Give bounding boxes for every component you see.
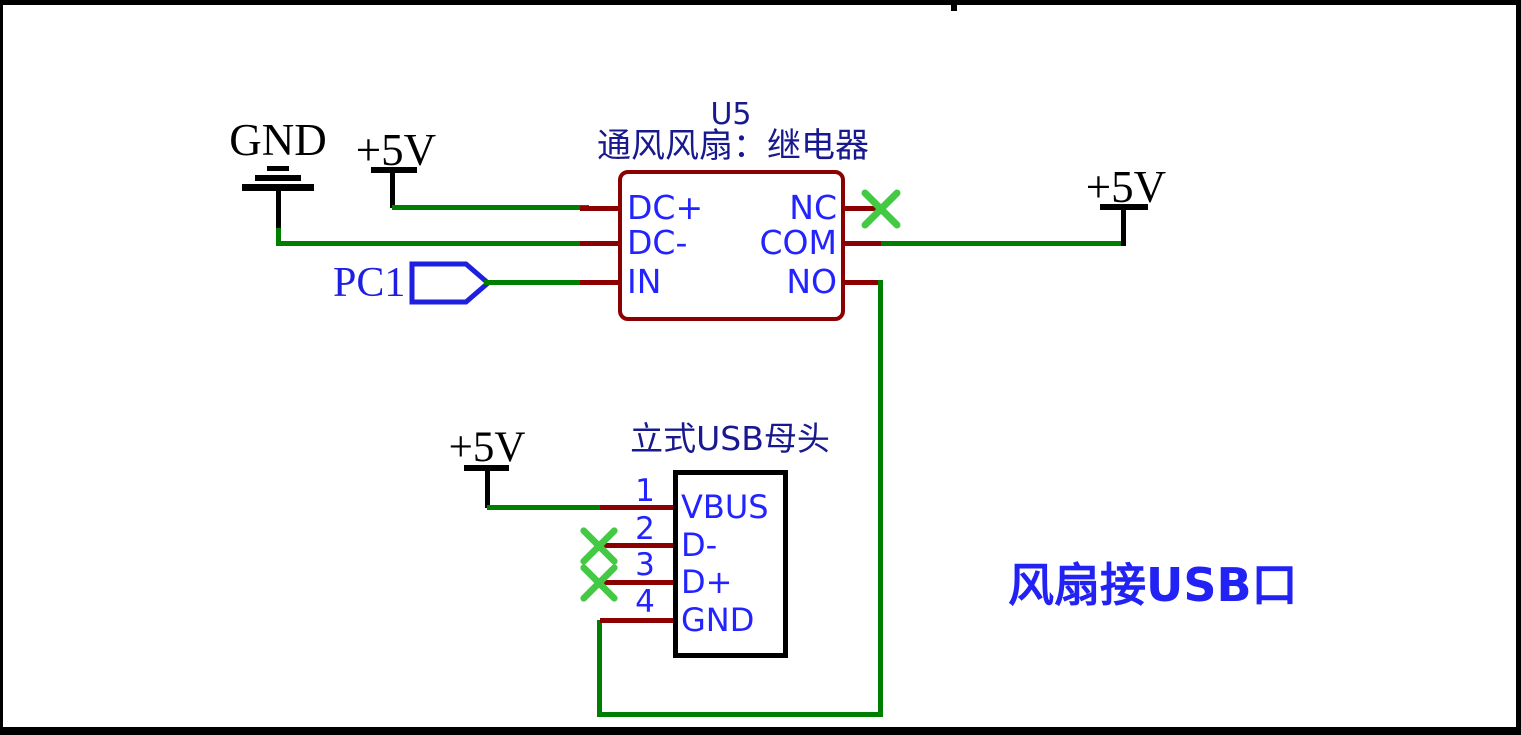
usb-pin-number-3[interactable]: 3: [635, 547, 655, 583]
relay-pin-no[interactable]: [843, 280, 883, 285]
no-connect-x-nc[interactable]: [859, 187, 903, 231]
usb-pin-number-2[interactable]: 2: [635, 511, 655, 547]
usb-pin-number-1[interactable]: 1: [635, 473, 655, 509]
vcc-usb-symbol-bar[interactable]: [464, 465, 509, 471]
no-connect-x-dplus[interactable]: [578, 562, 620, 604]
relay-pin-in[interactable]: [580, 280, 620, 285]
no-connect-x-dminus[interactable]: [578, 525, 620, 567]
usb-pin-3[interactable]: [600, 580, 673, 585]
relay-pin-label-dcplus[interactable]: DC+: [627, 188, 704, 227]
vcc-right-symbol-bar[interactable]: [1100, 204, 1148, 210]
usb-pin-label-gnd[interactable]: GND: [681, 601, 755, 639]
usb-connector-name[interactable]: 立式USB母头: [630, 419, 830, 458]
gnd-symbol-bar-large[interactable]: [242, 184, 314, 191]
wire-vcc-to-vbus[interactable]: [487, 505, 603, 510]
relay-pin-label-dcminus[interactable]: DC-: [627, 223, 688, 262]
wire-pc1-to-in[interactable]: [484, 280, 589, 285]
relay-pin-label-no[interactable]: NO: [786, 262, 837, 301]
relay-pin-dcminus[interactable]: [580, 241, 620, 246]
gnd-symbol-bar-mid[interactable]: [255, 175, 301, 181]
vcc-usb-symbol-stem[interactable]: [485, 470, 490, 508]
relay-pin-dcplus[interactable]: [580, 206, 620, 211]
relay-pin-label-com[interactable]: COM: [759, 223, 838, 262]
relay-pin-label-nc[interactable]: NC: [789, 188, 837, 227]
wire-gnd-to-dcminus[interactable]: [276, 241, 589, 246]
usb-pin-2[interactable]: [600, 543, 673, 548]
relay-refdes[interactable]: U5: [710, 97, 752, 132]
gnd-symbol-stem[interactable]: [276, 191, 281, 229]
usb-connector-body[interactable]: [673, 470, 788, 658]
vcc-left-symbol-stem[interactable]: [390, 172, 395, 208]
usb-pin-label-dminus[interactable]: D-: [681, 526, 718, 564]
vcc-usb-net-label[interactable]: +5V: [448, 424, 526, 471]
wire-usbgnd-vertical[interactable]: [597, 620, 602, 717]
relay-pin-nc[interactable]: [843, 206, 883, 211]
usb-pin-label-dplus[interactable]: D+: [681, 563, 733, 601]
usb-pin-4[interactable]: [600, 618, 673, 623]
gnd-symbol-bar-small[interactable]: [267, 166, 289, 171]
usb-pin-1[interactable]: [600, 505, 673, 510]
vcc-right-symbol-stem[interactable]: [1121, 209, 1126, 246]
pc1-port-label[interactable]: PC1: [333, 260, 406, 306]
wire-gnd-stem[interactable]: [276, 228, 281, 246]
wire-bottom-horizontal[interactable]: [597, 712, 883, 717]
wire-com-to-vcc[interactable]: [881, 241, 1126, 246]
vcc-left-net-label[interactable]: +5V: [355, 125, 437, 175]
wire-vcc-to-dcplus[interactable]: [392, 205, 589, 210]
wire-no-vertical[interactable]: [878, 280, 883, 717]
relay-pin-label-in[interactable]: IN: [627, 262, 662, 301]
usb-pin-number-4[interactable]: 4: [635, 584, 655, 620]
annotation-text[interactable]: 风扇接USB口: [1008, 558, 1298, 612]
vcc-left-symbol-bar[interactable]: [371, 167, 417, 173]
relay-name[interactable]: 通风风扇：继电器: [597, 126, 869, 166]
usb-pin-label-vbus[interactable]: VBUS: [681, 488, 769, 526]
relay-pin-com[interactable]: [843, 241, 883, 246]
pc1-port-flag[interactable]: [408, 259, 493, 307]
relay-body[interactable]: [618, 170, 845, 321]
sheet-border-tick: [951, 0, 957, 11]
gnd-net-label[interactable]: GND: [229, 115, 327, 165]
vcc-right-net-label[interactable]: +5V: [1085, 162, 1167, 212]
